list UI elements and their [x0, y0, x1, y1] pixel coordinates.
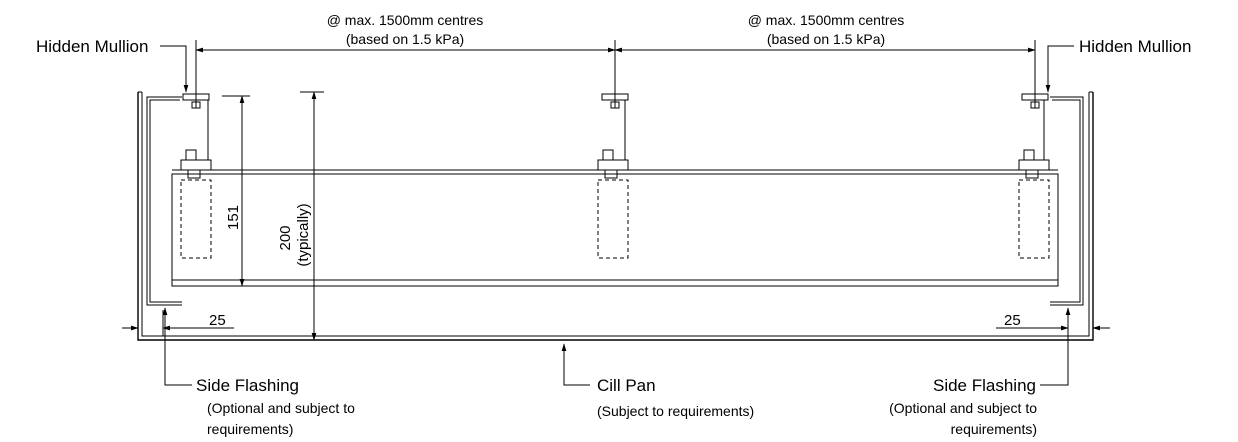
side-flashing-left: [146, 96, 182, 306]
dim-151-label: 151: [225, 205, 242, 230]
dimension-200: [300, 91, 324, 341]
spacing-dimension: [195, 40, 1036, 90]
spacing-left-line1: @ max. 1500mm centres: [327, 12, 484, 28]
hidden-mullion-left-label: Hidden Mullion: [36, 37, 148, 56]
spacing-right-line2: (based on 1.5 kPa): [767, 31, 885, 47]
side-flashing-right-leader: [1040, 307, 1071, 386]
side-flashing-right-note1: (Optional and subject to: [889, 400, 1037, 416]
spacing-right-line1: @ max. 1500mm centres: [748, 12, 905, 28]
hidden-mullion-right-label: Hidden Mullion: [1079, 37, 1191, 56]
dimension-151: [222, 95, 250, 287]
cill-pan-note: (Subject to requirements): [597, 403, 754, 419]
bracket-right: [1018, 82, 1050, 259]
bracket-middle: [597, 82, 629, 259]
spacing-left-line2: (based on 1.5 kPa): [346, 31, 464, 47]
dim-25-left-label: 25: [209, 312, 226, 329]
hidden-mullion-left-leader: [160, 45, 189, 93]
side-flashing-right-title: Side Flashing: [933, 376, 1036, 395]
dim-200-note: (typically): [295, 203, 312, 266]
side-flashing-left-note1: (Optional and subject to: [207, 400, 355, 416]
side-flashing-left-leader: [162, 307, 192, 386]
side-flashing-right: [1050, 96, 1084, 306]
side-flashing-right-note2: requirements): [951, 421, 1037, 437]
hidden-mullion-right-leader: [1045, 45, 1074, 93]
cill-pan-title: Cill Pan: [597, 376, 656, 395]
dim-200-label: 200: [277, 225, 294, 250]
cill-pan-leader: [561, 343, 590, 386]
side-flashing-left-title: Side Flashing: [196, 376, 299, 395]
cill-pan-profile: [137, 91, 1094, 341]
side-flashing-left-note2: requirements): [207, 421, 293, 437]
dim-25-right-label: 25: [1004, 312, 1021, 329]
bracket-left: [180, 82, 212, 259]
